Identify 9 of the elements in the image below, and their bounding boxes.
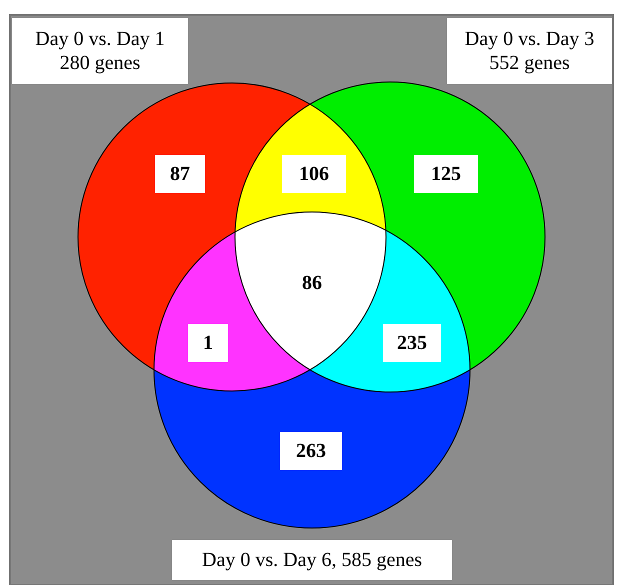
count-label: 87 (155, 155, 205, 193)
count-label: 106 (282, 155, 346, 193)
count-label: 1 (188, 324, 228, 362)
count-label: 235 (383, 324, 441, 362)
set-label: Day 0 vs. Day 3 552 genes (447, 18, 612, 84)
set-label: Day 0 vs. Day 1 280 genes (12, 18, 188, 84)
set-label: Day 0 vs. Day 6, 585 genes (172, 540, 452, 580)
count-label: 263 (280, 432, 342, 470)
count-label: 125 (414, 155, 478, 193)
